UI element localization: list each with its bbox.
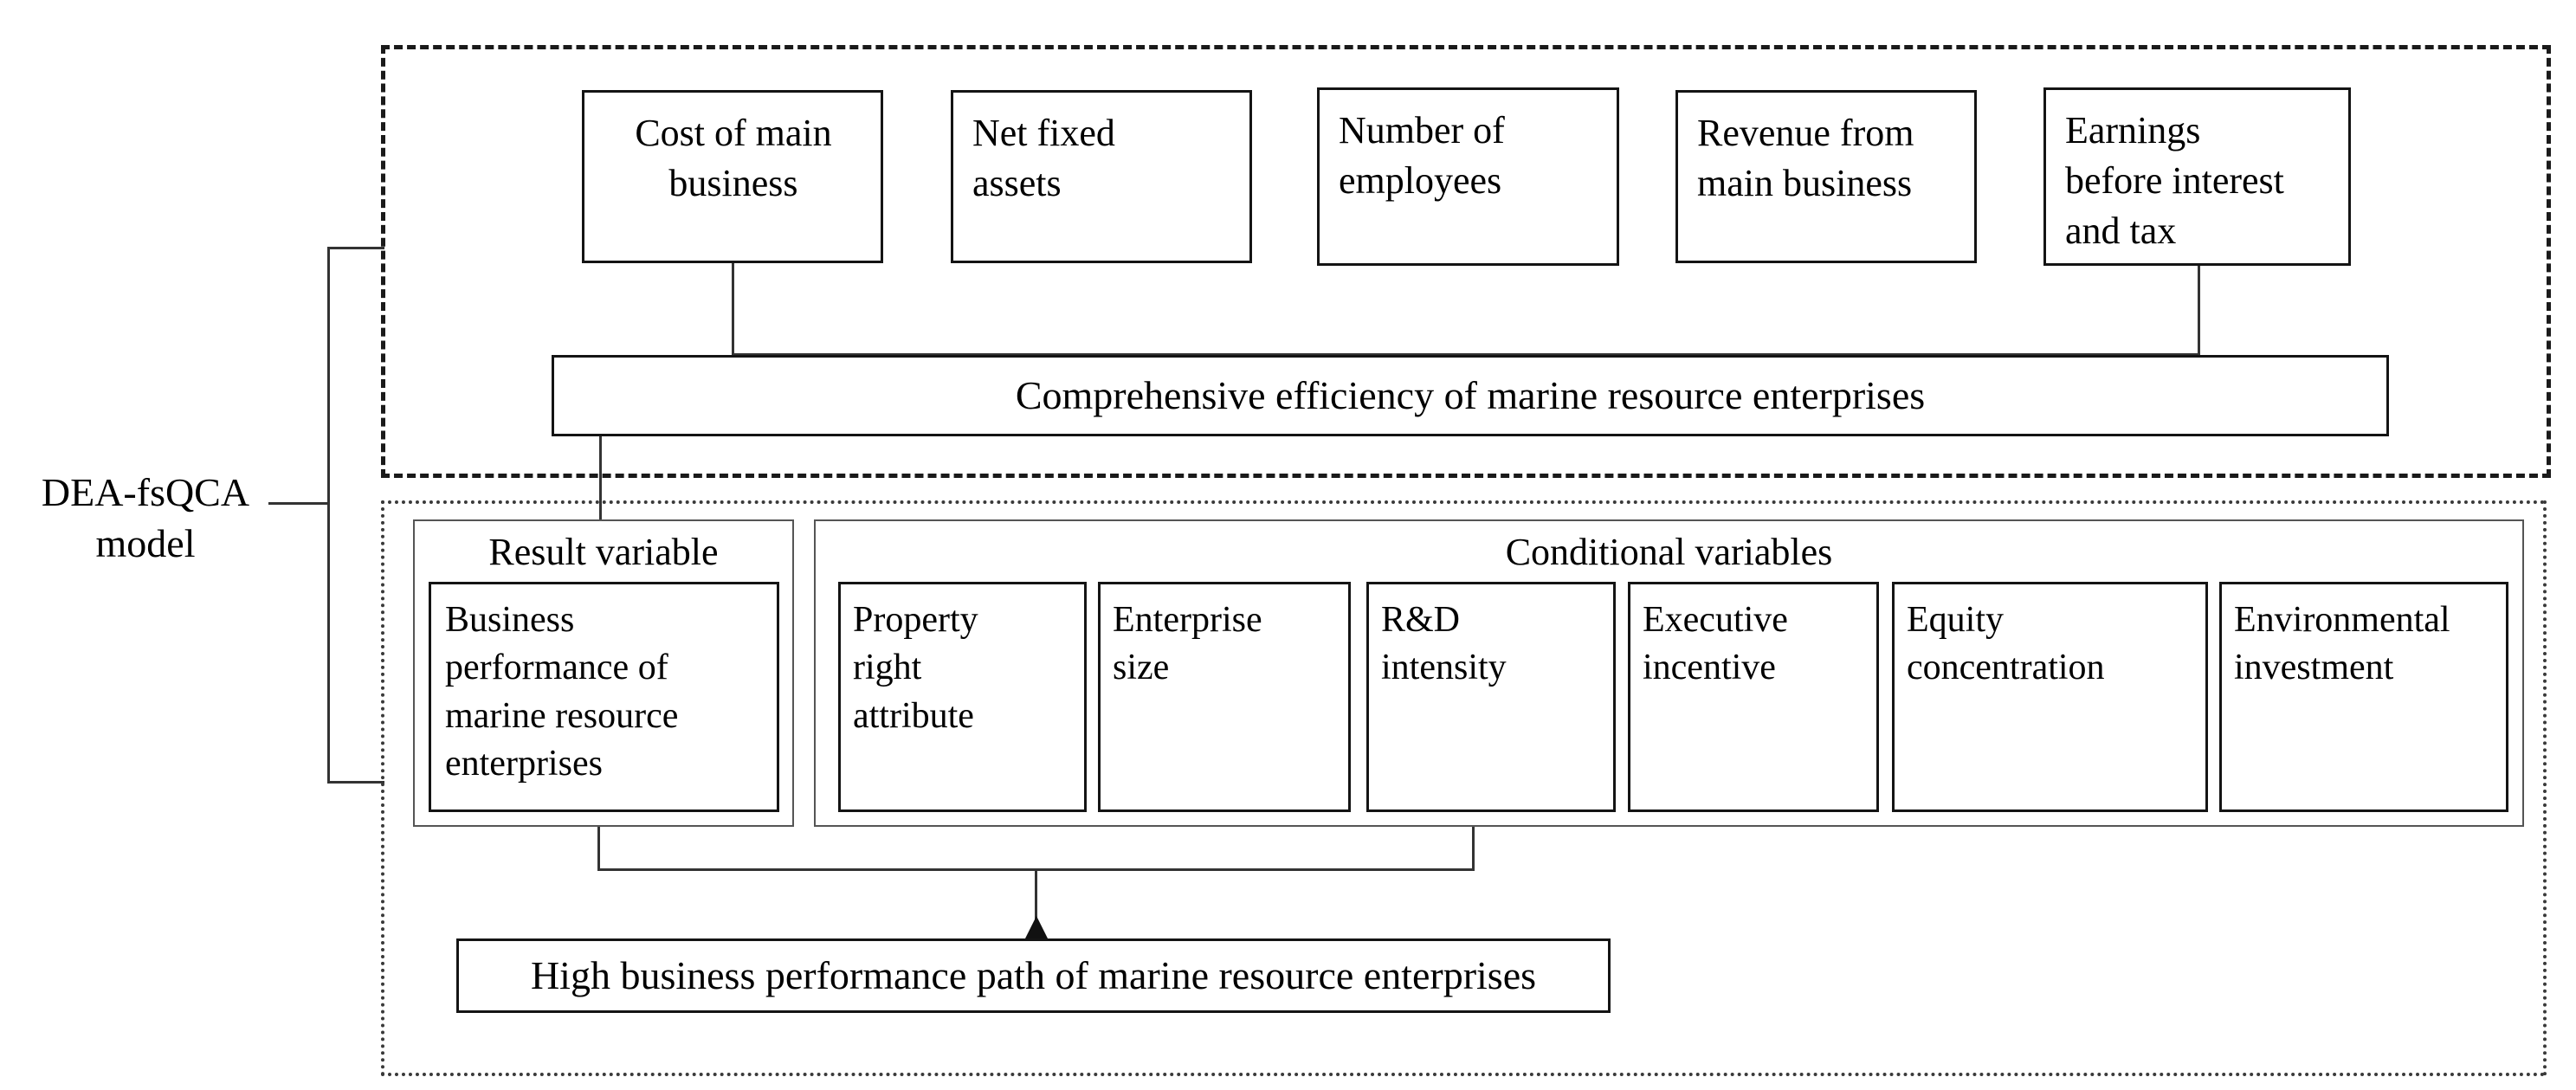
result-variable-panel-title: Result variable: [488, 531, 719, 573]
conditional-label-environmental-investment: Environmental investment: [2234, 600, 2450, 688]
connector-input1-down: [732, 263, 734, 355]
input-label-revenue-from-main-business: Revenue from main business: [1697, 112, 1914, 205]
model-label-line-1: DEA-fsQCA: [41, 470, 250, 514]
connector-conditional-down: [1472, 827, 1475, 870]
model-bracket-spine: [327, 247, 330, 784]
fsqca-section-container: [381, 500, 2547, 1076]
conditional-label-rd-intensity: R&D intensity: [1381, 600, 1507, 688]
arrowhead-to-outcome: [1025, 916, 1048, 938]
conditional-box-enterprise-size: Enterprise size: [1098, 582, 1351, 812]
conditional-box-executive-incentive: Executive incentive: [1628, 582, 1879, 812]
model-label: DEA-fsQCA model: [16, 468, 275, 570]
conditional-label-property-right-attribute: Property right attribute: [853, 600, 978, 736]
connector-efficiency-to-result: [599, 436, 602, 545]
outcome-box: High business performance path of marine…: [456, 938, 1611, 1013]
input-label-number-of-employees: Number of employees: [1339, 109, 1505, 203]
conditional-box-property-right-attribute: Property right attribute: [838, 582, 1087, 812]
connector-input5-down: [2198, 266, 2200, 355]
input-box-earnings-before-interest-and-tax: Earnings before interest and tax: [2043, 87, 2351, 266]
input-box-net-fixed-assets: Net fixed assets: [951, 90, 1252, 263]
connector-result-down: [597, 827, 600, 870]
model-bracket-arm-top: [327, 247, 384, 249]
model-label-line-2: model: [95, 520, 196, 565]
conditional-label-executive-incentive: Executive incentive: [1643, 600, 1788, 688]
outcome-label: High business performance path of marine…: [530, 952, 1537, 997]
input-label-cost-of-main-business: Cost of main business: [635, 112, 832, 205]
model-bracket-arm-bottom: [327, 781, 384, 784]
input-label-earnings-before-interest-and-tax: Earnings before interest and tax: [2065, 109, 2284, 253]
conditional-box-equity-concentration: Equity concentration: [1892, 582, 2208, 812]
conditional-box-rd-intensity: R&D intensity: [1366, 582, 1616, 812]
dea-section-container: [381, 45, 2551, 478]
comprehensive-efficiency-label: Comprehensive efficiency of marine resou…: [1015, 372, 1926, 417]
input-label-net-fixed-assets: Net fixed assets: [972, 112, 1115, 205]
connector-bus-to-outcome: [1035, 868, 1037, 936]
input-box-cost-of-main-business: Cost of main business: [582, 90, 883, 263]
comprehensive-efficiency-box: Comprehensive efficiency of marine resou…: [552, 355, 2389, 436]
conditional-variables-panel-title: Conditional variables: [1505, 531, 1833, 573]
input-box-number-of-employees: Number of employees: [1317, 87, 1619, 266]
input-box-revenue-from-main-business: Revenue from main business: [1675, 90, 1977, 263]
model-bracket-stub: [268, 502, 329, 505]
result-variable-box: Business performance of marine resource …: [429, 582, 779, 812]
conditional-box-environmental-investment: Environmental investment: [2219, 582, 2508, 812]
conditional-label-enterprise-size: Enterprise size: [1113, 600, 1262, 688]
result-variable-label: Business performance of marine resource …: [445, 600, 679, 784]
conditional-label-equity-concentration: Equity concentration: [1907, 600, 2105, 688]
